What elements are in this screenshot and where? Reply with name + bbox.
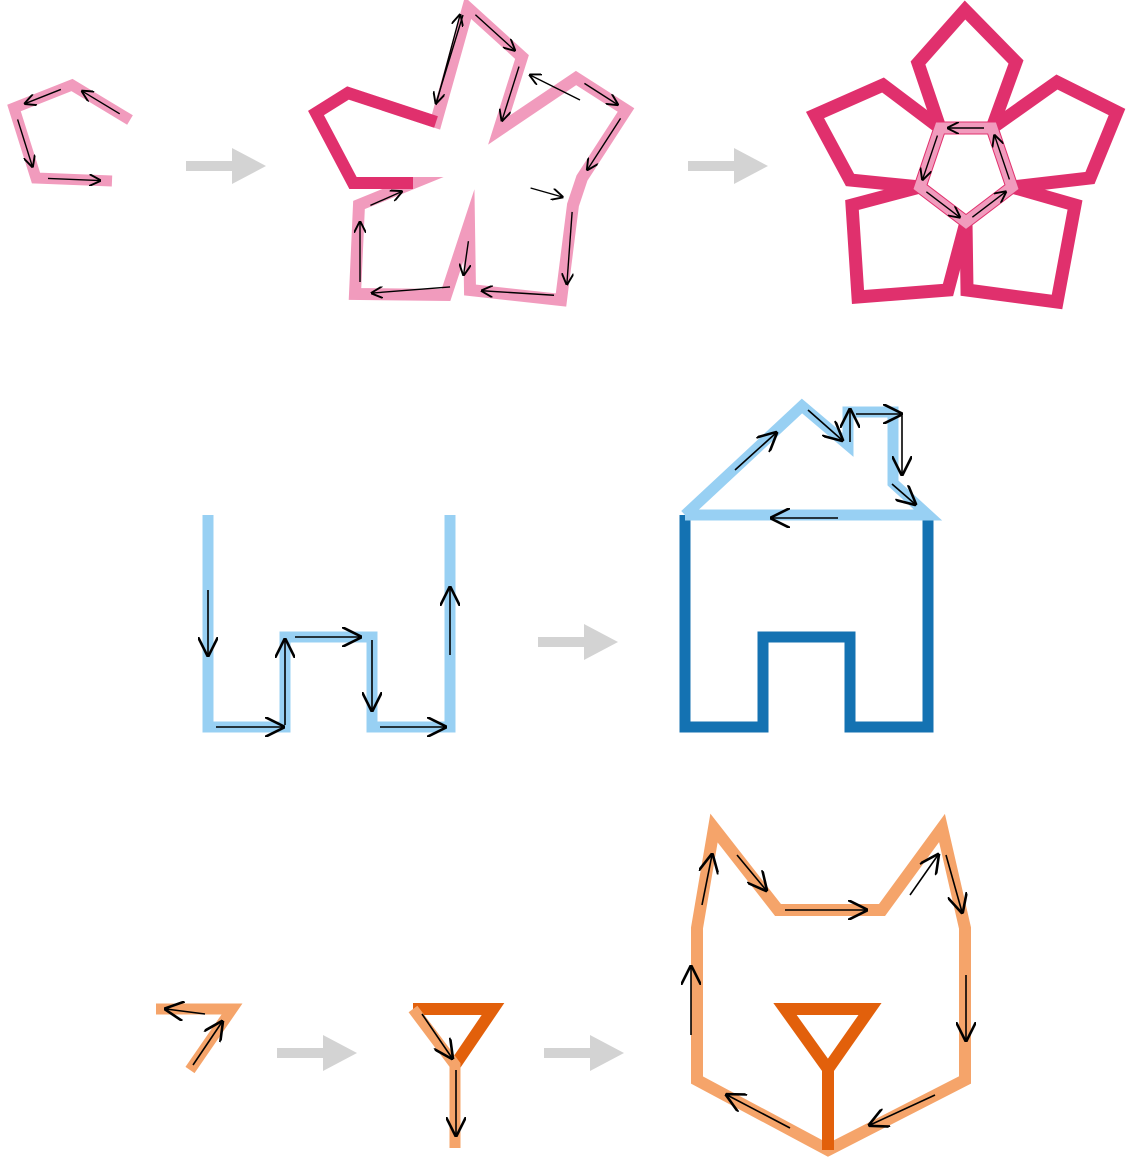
transition-arrow-flower-2 [688, 148, 768, 184]
petal-direction-arrow [82, 91, 119, 114]
flower-direction-arrow [531, 188, 563, 197]
house-step-path [208, 515, 450, 727]
petal-step-path [14, 85, 130, 181]
flower-core [920, 128, 1012, 222]
cat-ear-arrow [193, 1022, 222, 1065]
cat-ear-step-path [156, 1009, 232, 1070]
flower-core-arrow [926, 192, 959, 217]
flower-direction-arrow [584, 83, 617, 104]
cat-nose-stem-step [413, 1009, 455, 1148]
flower-core-arrow [972, 192, 1005, 217]
house-roof [685, 406, 928, 515]
house-roof-arrow [808, 410, 842, 440]
transition-arrow-house [538, 624, 618, 660]
house-body [685, 515, 928, 727]
flower-outline-light [316, 8, 626, 300]
flower-direction-arrow [587, 118, 620, 169]
transition-arrow-flower-1 [186, 148, 266, 184]
flower-direction-arrow [475, 15, 514, 51]
flower-petal-1 [918, 10, 1016, 128]
house-roof-arrow [735, 433, 776, 470]
cat-face-arrow [870, 1095, 935, 1125]
shapes-layer [14, 8, 1117, 1150]
cat-face-arrow [727, 1095, 790, 1128]
flower-outline-dark-segment [316, 93, 436, 183]
transition-arrow-cat-2 [544, 1035, 624, 1071]
transition-arrow-cat-1 [277, 1035, 357, 1071]
